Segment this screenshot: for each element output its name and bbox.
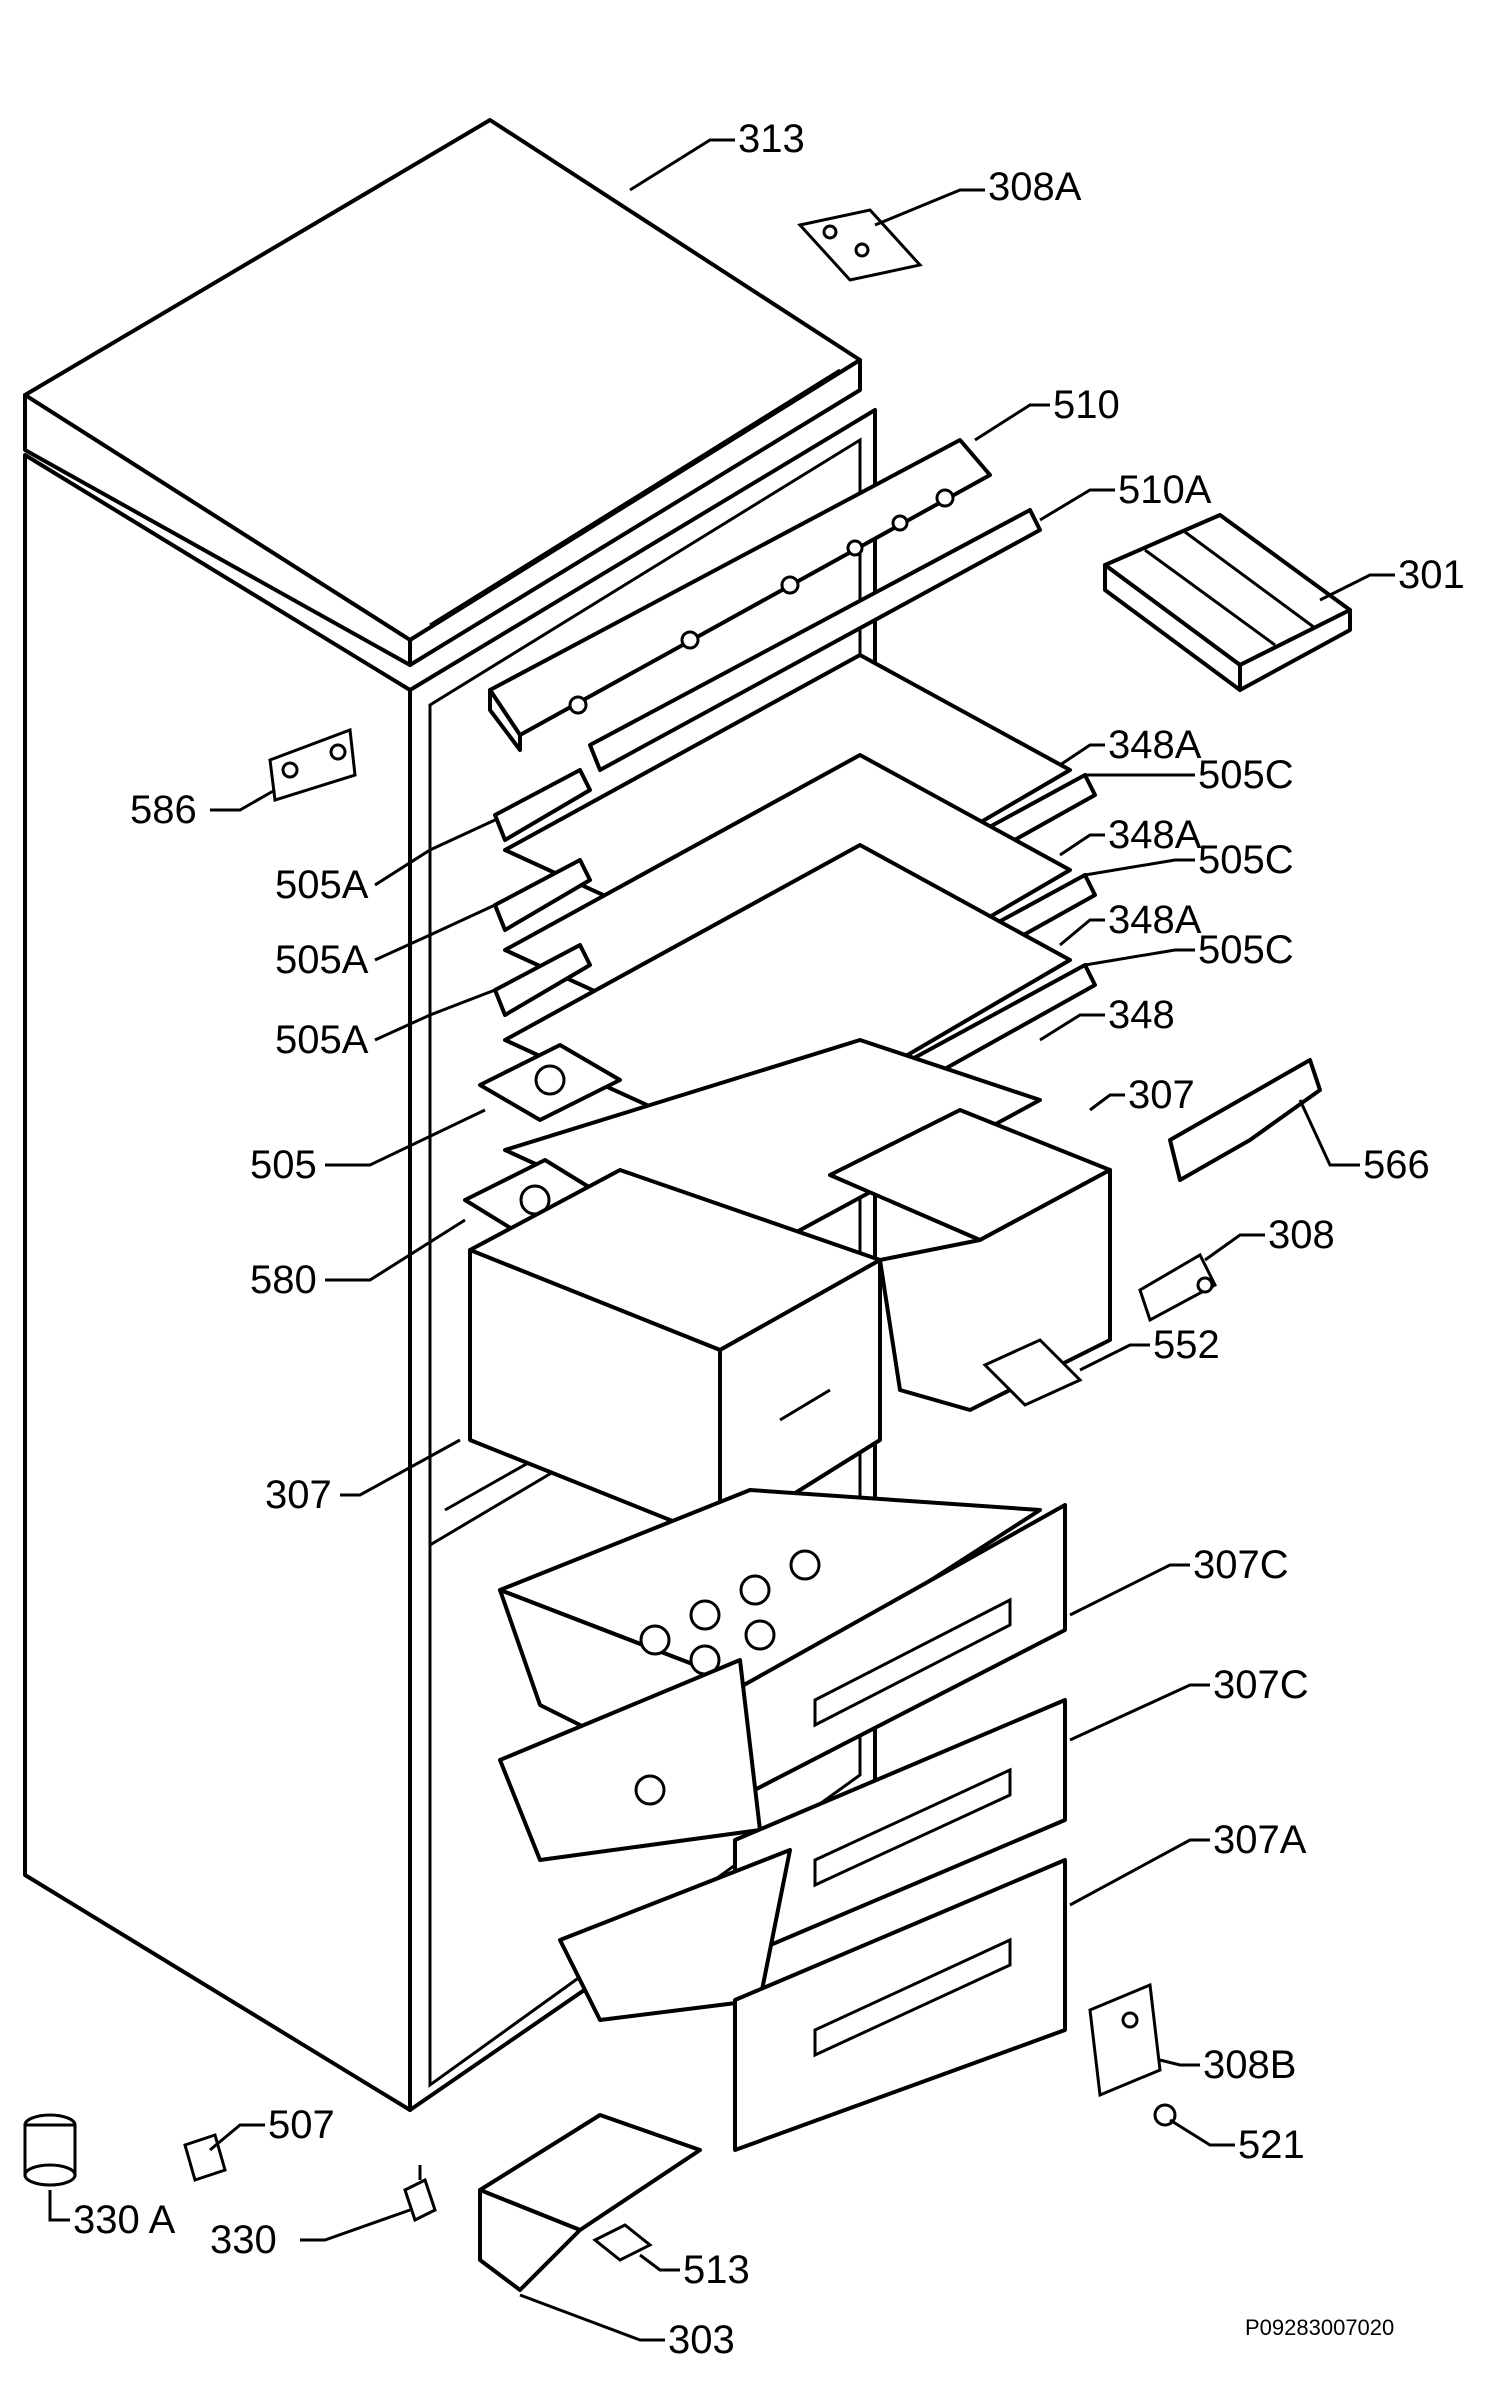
label-586: 586 bbox=[130, 788, 197, 832]
label-307-left: 307 bbox=[265, 1473, 332, 1517]
label-330: 330 bbox=[210, 2218, 277, 2262]
label-510: 510 bbox=[1053, 383, 1120, 427]
plinth-303 bbox=[478, 2113, 702, 2292]
label-507: 507 bbox=[268, 2103, 335, 2147]
label-313: 313 bbox=[738, 117, 805, 161]
label-307c-2: 307C bbox=[1213, 1663, 1309, 1707]
drawer-307c-top bbox=[498, 1488, 1067, 1802]
label-505a-3: 505A bbox=[275, 1018, 369, 1062]
label-505c-3: 505C bbox=[1198, 928, 1294, 972]
hinge-plate-308a bbox=[797, 208, 923, 282]
label-552: 552 bbox=[1153, 1323, 1220, 1367]
rail-552 bbox=[982, 1338, 1083, 1407]
label-505a-1: 505A bbox=[275, 863, 369, 907]
part-labels: 313 308A 510 510A 301 586 348A 505C 348A… bbox=[73, 117, 1465, 2362]
shelf-rail-505a-mid bbox=[493, 858, 592, 932]
drawer-307c-mid bbox=[498, 1658, 1067, 1962]
label-330a: 330 A bbox=[73, 2198, 176, 2242]
label-307a: 307A bbox=[1213, 1818, 1307, 1862]
control-panel-510 bbox=[488, 438, 992, 752]
control-panel-cover-510a bbox=[588, 508, 1042, 772]
label-348a-3: 348A bbox=[1108, 898, 1202, 942]
label-308a: 308A bbox=[988, 165, 1082, 209]
label-505c-2: 505C bbox=[1198, 838, 1294, 882]
drawer-307a-bottom bbox=[558, 1848, 1067, 2152]
shelf-rail-505a-low bbox=[493, 943, 592, 1017]
ice-tray-301 bbox=[1103, 513, 1352, 692]
shelf-505 bbox=[478, 1043, 622, 1122]
bracket-586 bbox=[268, 727, 357, 802]
top-cover-313 bbox=[23, 118, 862, 667]
label-308: 308 bbox=[1268, 1213, 1335, 1257]
label-505c-1: 505C bbox=[1198, 753, 1294, 797]
label-303: 303 bbox=[668, 2318, 735, 2362]
label-566: 566 bbox=[1363, 1143, 1430, 1187]
label-580: 580 bbox=[250, 1258, 317, 1302]
label-301: 301 bbox=[1398, 553, 1465, 597]
label-521: 521 bbox=[1238, 2123, 1305, 2167]
flap-566 bbox=[1168, 1058, 1322, 1182]
drawing-code: P09283007020 bbox=[1245, 2315, 1394, 2340]
label-307-top: 307 bbox=[1128, 1073, 1195, 1117]
label-505a-2: 505A bbox=[275, 938, 369, 982]
insert-513 bbox=[592, 2223, 653, 2262]
freezer-basket-307-right bbox=[828, 1108, 1112, 1412]
shelf-rail-505a-top bbox=[493, 768, 592, 842]
leader-lines bbox=[48, 138, 1395, 2342]
label-348a-2: 348A bbox=[1108, 813, 1202, 857]
label-348: 348 bbox=[1108, 993, 1175, 1037]
label-505: 505 bbox=[250, 1143, 317, 1187]
label-308b: 308B bbox=[1203, 2043, 1296, 2087]
hinge-308 bbox=[1138, 1252, 1217, 1323]
foot-330a bbox=[23, 2113, 77, 2187]
label-513: 513 bbox=[683, 2248, 750, 2292]
label-348a-1: 348A bbox=[1108, 723, 1202, 767]
adjustable-foot-330 bbox=[403, 2165, 437, 2223]
hinge-308b bbox=[1088, 1982, 1162, 2098]
label-510a: 510A bbox=[1118, 468, 1212, 512]
freezer-basket-307-left bbox=[468, 1168, 882, 1542]
label-307c-1: 307C bbox=[1193, 1543, 1289, 1587]
